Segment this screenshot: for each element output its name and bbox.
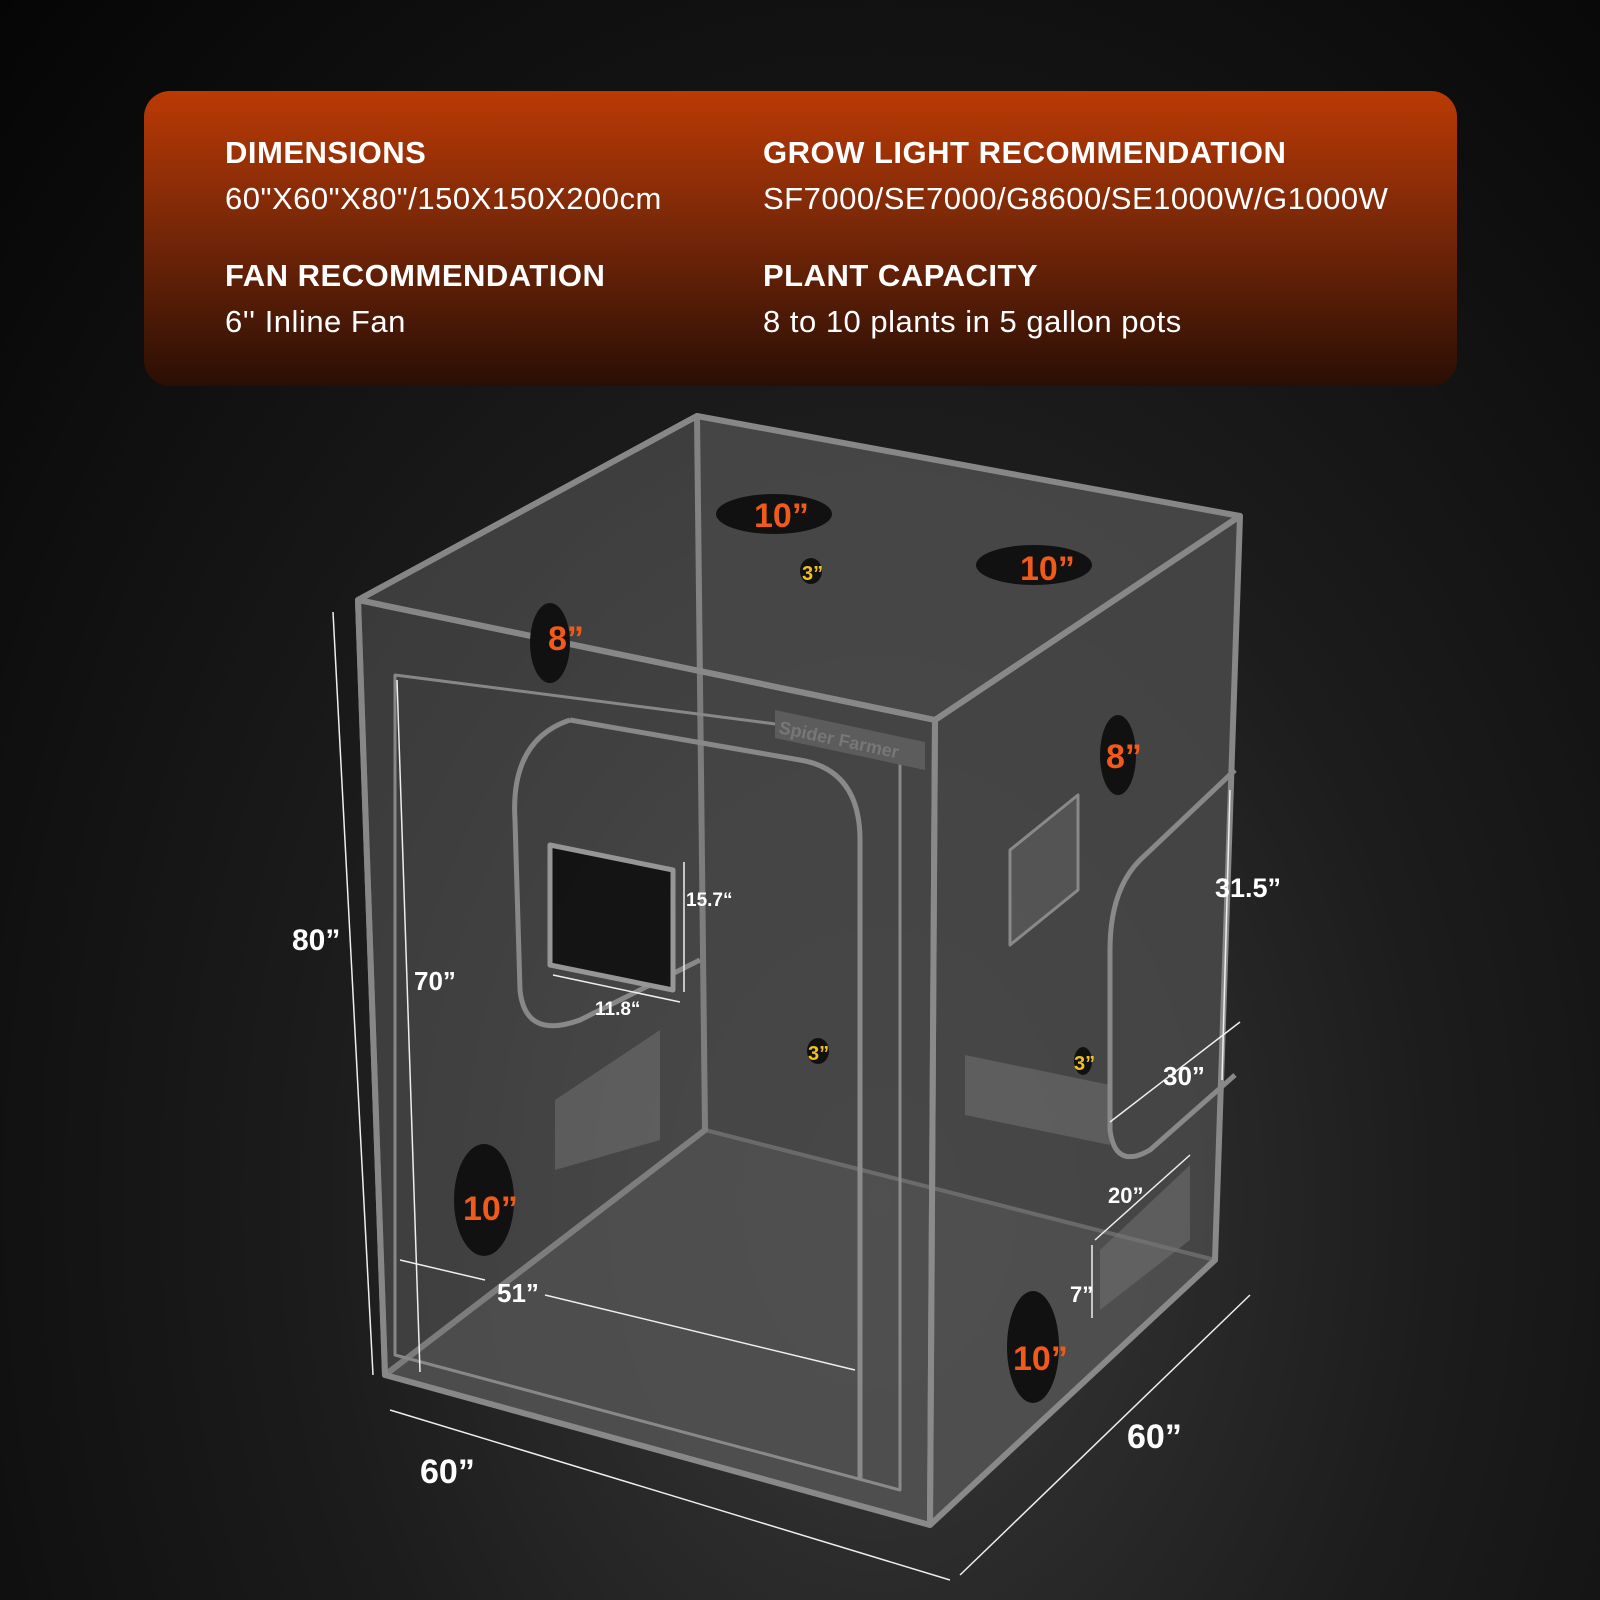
front-width-label: 60” xyxy=(420,1453,475,1491)
port-top-right-label: 10” xyxy=(1020,550,1075,588)
port-hole xyxy=(800,558,822,584)
spec-heading: FAN RECOMMENDATION xyxy=(225,258,606,293)
inner-height-label: 70” xyxy=(414,966,456,996)
dimension-lines xyxy=(332,611,1251,1581)
spec-fan: FAN RECOMMENDATION 6'' Inline Fan xyxy=(225,258,605,340)
port-hole xyxy=(807,1038,829,1064)
side-door-width-label: 30” xyxy=(1163,1061,1205,1091)
spec-value: 6'' Inline Fan xyxy=(225,304,406,339)
floor-width-label: 51” xyxy=(497,1278,539,1308)
vent-height-label: 7” xyxy=(1070,1282,1093,1307)
port-left-upper-label: 8” xyxy=(548,620,584,658)
port-hole xyxy=(1074,1047,1092,1075)
port-right-small-label: 3” xyxy=(1074,1053,1095,1075)
specs-panel: DIMENSIONS 60"X60"X80"/150X150X200cm GRO… xyxy=(144,91,1457,386)
port-top-left-label: 10” xyxy=(754,497,809,535)
window xyxy=(547,842,676,993)
spec-dimensions: DIMENSIONS 60"X60"X80"/150X150X200cm xyxy=(225,135,662,217)
window-width-label: 11.8“ xyxy=(595,999,640,1020)
port-top-small-label: 3” xyxy=(802,563,823,585)
front-door-zipper xyxy=(569,717,863,1480)
port-hole xyxy=(530,603,570,683)
spec-value: SF7000/SE7000/G8600/SE1000W/G1000W xyxy=(763,181,1389,216)
port-right-upper-label: 8” xyxy=(1106,738,1142,776)
vent-width-label: 20” xyxy=(1108,1183,1143,1208)
port-right-lower-label: 10” xyxy=(1013,1340,1068,1378)
tent-top-face xyxy=(355,413,1243,723)
side-door-zipper xyxy=(1107,768,1237,1160)
side-depth-label: 60” xyxy=(1127,1418,1182,1456)
tool-pouch xyxy=(1008,793,1080,947)
side-door-height-label: 31.5” xyxy=(1215,873,1281,903)
vent-left xyxy=(555,1030,660,1170)
spec-value: 8 to 10 plants in 5 gallon pots xyxy=(763,304,1182,339)
front-door-frame xyxy=(393,673,902,1492)
port-hole xyxy=(1100,715,1136,795)
spec-heading: DIMENSIONS xyxy=(225,135,427,170)
window-height-label: 15.7“ xyxy=(686,890,732,911)
port-hole xyxy=(976,545,1092,585)
vent-right xyxy=(1100,1165,1190,1310)
vent-back xyxy=(965,1055,1110,1145)
port-hole xyxy=(1007,1291,1059,1403)
port-left-lower-label: 10” xyxy=(463,1190,518,1228)
front-door-zipper xyxy=(512,717,702,1029)
spec-value: 60"X60"X80"/150X150X200cm xyxy=(225,181,662,216)
spec-plant-capacity: PLANT CAPACITY 8 to 10 plants in 5 gallo… xyxy=(763,258,1182,340)
spec-heading: PLANT CAPACITY xyxy=(763,258,1039,293)
height-label: 80” xyxy=(292,924,340,957)
spec-grow-light: GROW LIGHT RECOMMENDATION SF7000/SE7000/… xyxy=(763,135,1388,217)
port-back-small-label: 3” xyxy=(808,1043,829,1065)
spec-heading: GROW LIGHT RECOMMENDATION xyxy=(763,135,1287,170)
port-hole xyxy=(454,1144,514,1256)
port-hole xyxy=(716,494,832,534)
